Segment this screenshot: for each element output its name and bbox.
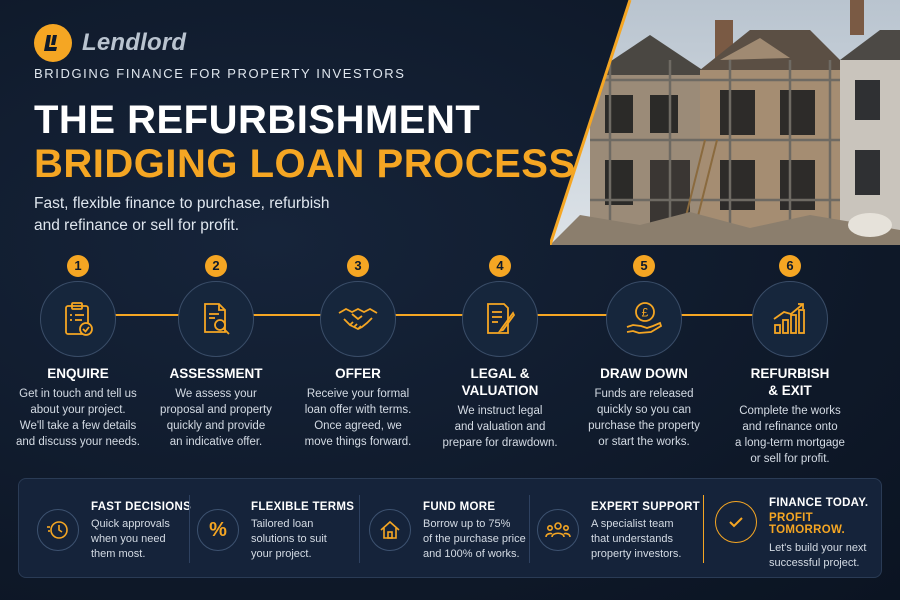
step-number: 2 <box>205 255 227 277</box>
feature-fund-more: FUND MORE Borrow up to 75%of the purchas… <box>369 479 526 579</box>
step-number: 5 <box>633 255 655 277</box>
step-title: DRAW DOWN <box>600 366 688 381</box>
refurbishment-house-photo <box>550 0 900 245</box>
handshake-icon <box>320 281 396 357</box>
page-title-line2: BRIDGING LOAN PROCESS <box>34 142 576 186</box>
page-title-line1: THE REFURBISHMENT <box>34 98 481 142</box>
step-number: 4 <box>489 255 511 277</box>
cta-block: FINANCE TODAY. PROFIT TOMORROW. Let's bu… <box>715 479 881 579</box>
feature-title: EXPERT SUPPORT <box>591 501 700 513</box>
step-title: ENQUIRE <box>47 366 109 381</box>
page-subtitle: Fast, flexible finance to purchase, refu… <box>34 193 434 237</box>
growth-chart-icon <box>752 281 828 357</box>
feature-title: FLEXIBLE TERMS <box>251 501 355 513</box>
document-search-icon <box>178 281 254 357</box>
steps-connector-line <box>76 314 788 316</box>
house-icon <box>369 509 411 551</box>
divider-accent <box>703 495 704 563</box>
step-number: 3 <box>347 255 369 277</box>
lendlord-logo-icon <box>34 24 72 62</box>
subtitle-line1: Fast, flexible finance to purchase, refu… <box>34 195 330 212</box>
team-icon <box>537 509 579 551</box>
percent-icon: % <box>197 509 239 551</box>
divider <box>359 495 360 563</box>
check-circle-icon <box>715 501 757 543</box>
brand-name: Lendlord <box>82 29 187 56</box>
step-title: ASSESSMENT <box>169 366 263 381</box>
step-number: 1 <box>67 255 89 277</box>
document-pen-icon <box>462 281 538 357</box>
cta-title-line2: PROFIT TOMORROW. <box>769 512 845 536</box>
step-title: REFURBISH& EXIT <box>750 366 830 398</box>
subtitle-line2: and refinance or sell for profit. <box>34 217 240 234</box>
feature-title: FUND MORE <box>423 501 496 513</box>
step-title: LEGAL &VALUATION <box>461 366 539 398</box>
divider <box>189 495 190 563</box>
pound-hand-icon: £ <box>606 281 682 357</box>
cta-title-line1: FINANCE TODAY. <box>769 497 869 509</box>
svg-text:£: £ <box>642 306 649 320</box>
step-title: OFFER <box>335 366 381 381</box>
feature-title: FAST DECISIONS <box>91 501 192 513</box>
step-number: 6 <box>779 255 801 277</box>
tagline: BRIDGING FINANCE FOR PROPERTY INVESTORS <box>34 66 406 81</box>
clock-icon <box>37 509 79 551</box>
brand: Lendlord <box>34 24 186 62</box>
divider <box>529 495 530 563</box>
clipboard-check-icon <box>40 281 116 357</box>
